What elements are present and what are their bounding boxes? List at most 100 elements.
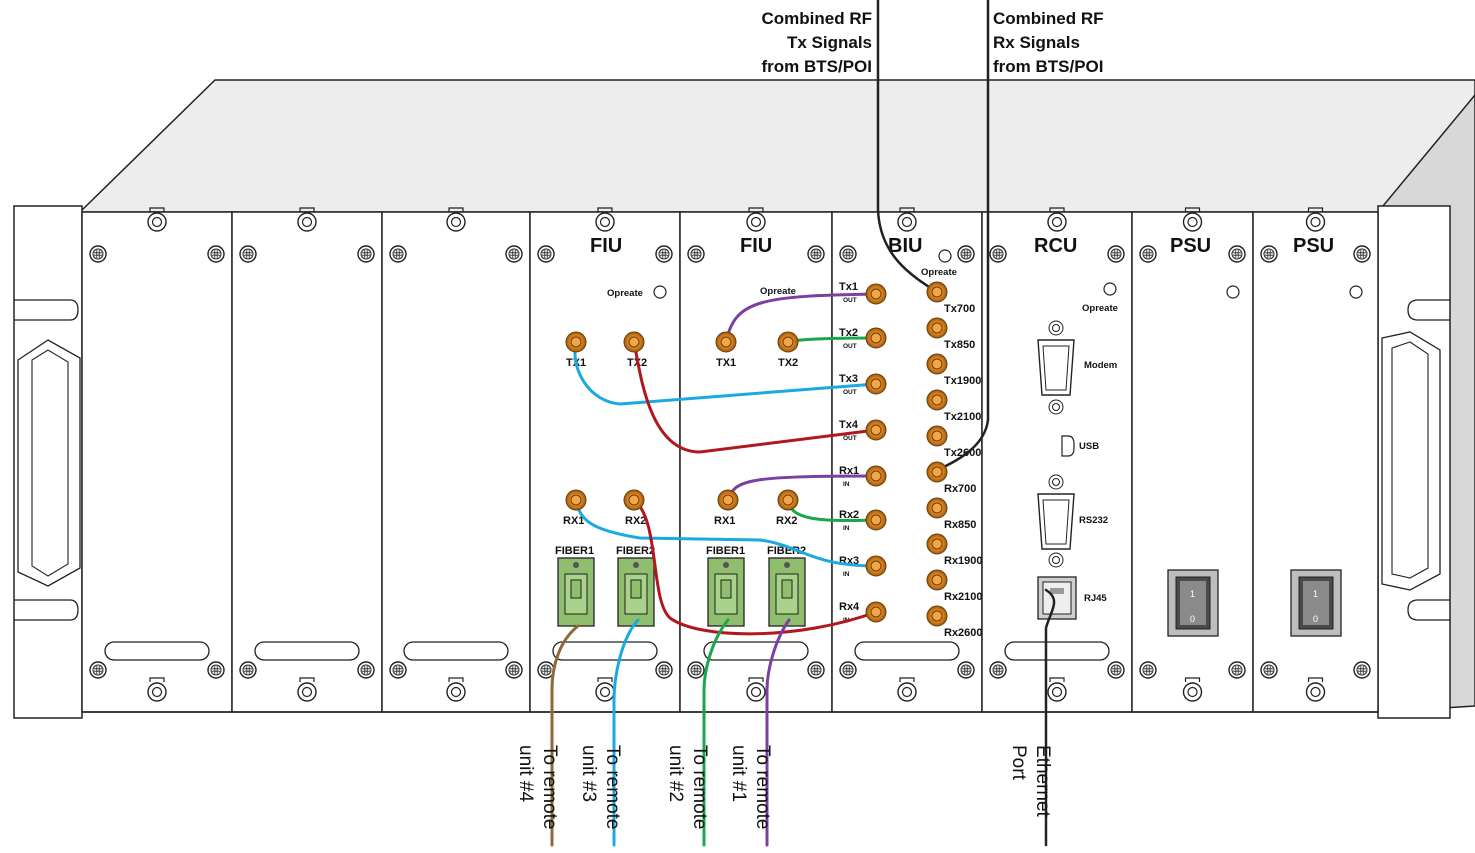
fiu-1-fiber1-label: FIBER1 xyxy=(555,545,594,557)
rf-connector-icon xyxy=(926,281,948,303)
ethernet-label-line-1: Ethernet xyxy=(1032,745,1053,818)
rf-connector-icon xyxy=(865,373,887,395)
cable-remote-1 xyxy=(702,618,730,847)
biu-port-label-tx2100: Tx2100 xyxy=(944,411,981,423)
screw-icon xyxy=(505,245,523,263)
tx-callout-line-2: Tx Signals xyxy=(787,33,872,52)
screw-icon xyxy=(807,245,825,263)
biu-port-label-rx2: Rx2 xyxy=(839,509,859,521)
psu-1-power-switch[interactable]: 1 0 xyxy=(1167,569,1219,637)
bottom-labels: unit #4 To remote unit #3 To remote unit… xyxy=(515,745,1053,829)
tx-callout: Combined RF Tx Signals from BTS/POI xyxy=(761,9,872,76)
screw-icon xyxy=(655,245,673,263)
rf-connector-icon xyxy=(926,605,948,627)
fiber-port-fiber2-a[interactable] xyxy=(617,557,655,627)
rcu-operate-label: Opreate xyxy=(1082,303,1118,314)
biu-port-label-tx1: Tx1 xyxy=(839,281,858,293)
panel-handle-slot[interactable] xyxy=(254,641,360,661)
rf-connector-icon xyxy=(623,331,645,353)
rs232-port[interactable] xyxy=(1037,474,1075,568)
rf-connector-icon xyxy=(926,389,948,411)
biu-port-sub-tx3: OUT xyxy=(843,389,857,396)
psu-1-switch-on: 1 xyxy=(1190,589,1195,599)
screw-icon xyxy=(389,245,407,263)
screw-icon xyxy=(505,661,523,679)
panel-handle-slot[interactable] xyxy=(552,641,658,661)
rf-connector-icon xyxy=(926,425,948,447)
panel-handle-slot[interactable] xyxy=(703,641,809,661)
rf-connector-icon xyxy=(623,489,645,511)
psu-module-2: PSU 1 0 xyxy=(1290,235,1363,637)
psu-2-title: PSU xyxy=(1293,235,1334,257)
fiber-port-fiber2-b[interactable] xyxy=(768,557,806,627)
screw-icon xyxy=(989,245,1007,263)
chassis-top xyxy=(78,79,1475,213)
rf-connector-icon xyxy=(777,331,799,353)
panel-handle-slot[interactable] xyxy=(854,641,960,661)
rf-connector-icon xyxy=(865,465,887,487)
unit4-label-line-1: To remote xyxy=(539,745,560,829)
rf-connector-icon xyxy=(715,331,737,353)
cable-fiu1-rx1 xyxy=(574,498,878,568)
fiber-port-fiber1-a[interactable] xyxy=(557,557,595,627)
rf-connector-icon xyxy=(865,601,887,623)
biu-port-label-rx2600: Rx2600 xyxy=(944,627,983,639)
rf-connector-icon xyxy=(565,331,587,353)
psu-1-switch-off: 0 xyxy=(1190,614,1195,624)
panel-slot-7 xyxy=(981,211,1133,713)
fiber-port-fiber1-b[interactable] xyxy=(707,557,745,627)
modem-port[interactable] xyxy=(1037,320,1075,415)
biu-port-sub-tx2: OUT xyxy=(843,343,857,350)
unit1-label-line-2: unit #1 xyxy=(728,745,749,802)
usb-label: USB xyxy=(1079,441,1099,452)
rcu-title: RCU xyxy=(1034,235,1077,257)
psu-2-power-switch[interactable]: 1 0 xyxy=(1290,569,1342,637)
front-panels xyxy=(81,207,1379,713)
screw-icon xyxy=(357,245,375,263)
panel-handle-slot[interactable] xyxy=(104,641,210,661)
rx-callout-line-3: from BTS/POI xyxy=(993,57,1104,76)
cable-remote-4 xyxy=(550,624,580,847)
biu-port-label-tx700: Tx700 xyxy=(944,303,975,315)
rcu-module: RCU Opreate Modem USB RS232 xyxy=(1034,235,1118,620)
fiu-2-fiber1-label: FIBER1 xyxy=(706,545,745,557)
biu-port-sub-rx1: IN xyxy=(843,481,850,488)
biu-port-label-tx3: Tx3 xyxy=(839,373,858,385)
screw-icon xyxy=(687,245,705,263)
biu-port-sub-tx1: OUT xyxy=(843,297,857,304)
rf-connector-icon xyxy=(865,509,887,531)
psu-2-led xyxy=(1349,285,1363,299)
screw-icon xyxy=(957,661,975,679)
panel-handle-slot[interactable] xyxy=(1004,641,1110,661)
screw-icon xyxy=(839,245,857,263)
cable-remote-2 xyxy=(765,618,791,847)
fiu-2-fiber2-label: FIBER2 xyxy=(767,545,806,557)
rf-connector-icon xyxy=(926,497,948,519)
rf-connector-icon xyxy=(865,327,887,349)
cable-fiu1-tx2 xyxy=(632,340,878,454)
rj45-port[interactable] xyxy=(1037,576,1077,620)
biu-port-label-tx1900: Tx1900 xyxy=(944,375,981,387)
screw-icon xyxy=(839,661,857,679)
screw-icon xyxy=(1260,661,1278,679)
screw-icon xyxy=(1353,661,1371,679)
screw-icon xyxy=(655,661,673,679)
biu-port-label-tx2: Tx2 xyxy=(839,327,858,339)
usb-port[interactable] xyxy=(1061,435,1075,457)
screw-icon xyxy=(239,245,257,263)
fiu-1-rx1-label: RX1 xyxy=(563,515,584,527)
panel-handle-slot[interactable] xyxy=(403,641,509,661)
screw-icon xyxy=(989,661,1007,679)
biu-port-label-rx1900: Rx1900 xyxy=(944,555,983,567)
screw-icon xyxy=(537,245,555,263)
psu-1-title: PSU xyxy=(1170,235,1211,257)
panel-slot-5 xyxy=(679,211,833,713)
biu-right-port-labels: Tx700Tx850Tx1900Tx2100Tx2600Rx700Rx850Rx… xyxy=(944,303,983,639)
ethernet-label-line-2: Port xyxy=(1008,745,1029,781)
fiu-1-operate-led xyxy=(653,285,667,299)
fiu-2-rx1-label: RX1 xyxy=(714,515,735,527)
biu-left-port-labels: Tx1OUTTx2OUTTx3OUTTx4OUTRx1INRx2INRx3INR… xyxy=(839,281,860,624)
screw-icon xyxy=(1228,245,1246,263)
screw-icon xyxy=(239,661,257,679)
